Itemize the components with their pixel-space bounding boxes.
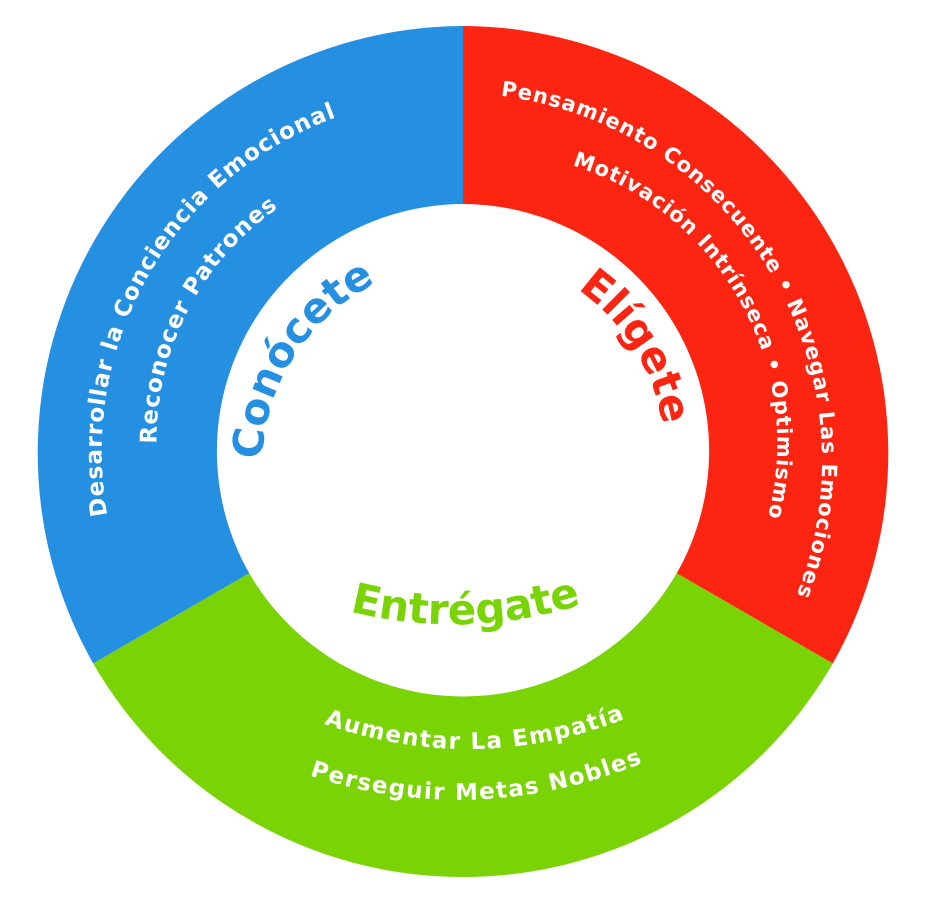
segment-green <box>93 573 833 878</box>
segment-red <box>463 26 889 664</box>
label-entregate: Entrégate <box>348 567 585 634</box>
segment-blue <box>37 26 464 664</box>
